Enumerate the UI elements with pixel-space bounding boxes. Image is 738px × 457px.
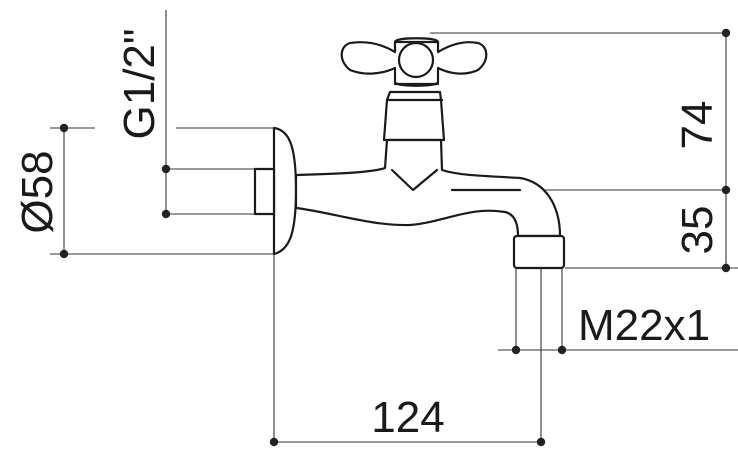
dot <box>161 209 171 219</box>
dim-label-35: 35 <box>673 206 722 255</box>
dot <box>269 437 279 447</box>
faucet <box>253 37 566 270</box>
dim-label-m22x1: M22x1 <box>578 301 710 350</box>
dot <box>721 185 731 195</box>
dim-label-g12: G1/2" <box>115 28 164 139</box>
dot <box>511 345 521 355</box>
wall-flange <box>272 126 298 256</box>
dim-label-124: 124 <box>371 393 444 442</box>
dot <box>161 164 171 174</box>
dot <box>721 263 731 273</box>
faucet-body-spout <box>294 138 562 238</box>
dot <box>59 249 69 259</box>
handle-center-cap <box>397 41 435 79</box>
dimension-dots <box>59 28 731 447</box>
dot <box>59 123 69 133</box>
spout-outlet <box>512 234 566 270</box>
dot <box>557 345 567 355</box>
dim-label-74: 74 <box>673 101 722 150</box>
inlet-thread <box>253 167 276 216</box>
dot <box>536 437 546 447</box>
body-v-detail <box>390 168 439 192</box>
dot <box>721 28 731 38</box>
dim-label-diameter-58: Ø58 <box>13 150 62 233</box>
